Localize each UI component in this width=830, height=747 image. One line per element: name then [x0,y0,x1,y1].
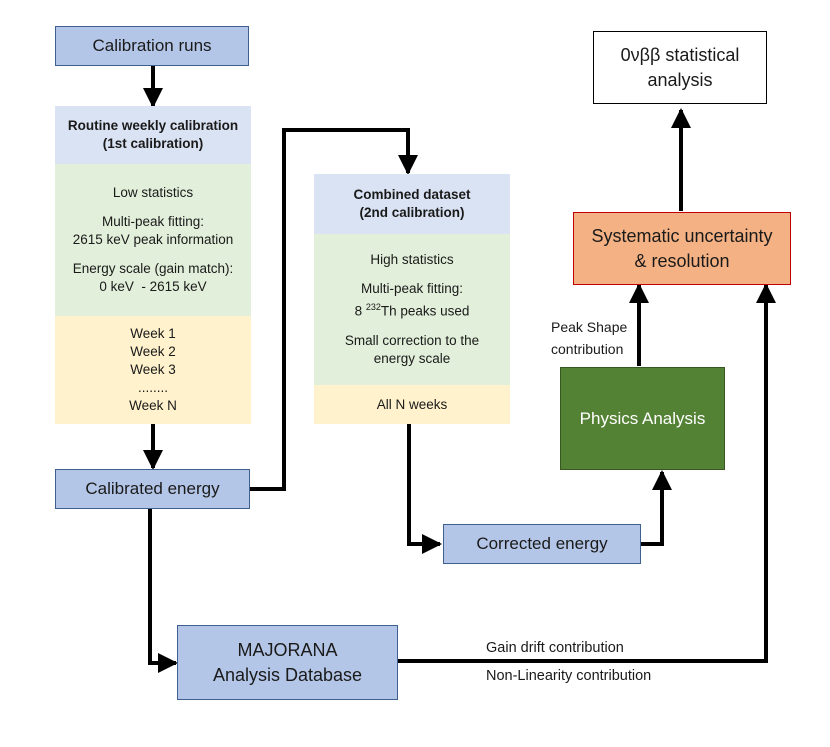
weekly-fit-line1: Multi-peak fitting: [101,214,205,229]
weekly-panel-header: Routine weekly calibration (1st calibrat… [55,106,251,164]
majorana-database-node: MAJORANA Analysis Database [177,625,398,700]
peak-shape-label: Peak Shape contribution [551,316,627,360]
arrow-combined-to-corrected [407,424,442,554]
weekly-fit-line2: 2615 keV peak information [72,232,234,247]
combined-fit-line1: Multi-peak fitting: [360,281,464,297]
combined-dataset-panel: Combined dataset (2nd calibration) High … [314,174,510,424]
week-item: Week 3 [130,362,176,377]
combined-header-line2: (2nd calibration) [359,205,465,220]
physics-analysis-node: Physics Analysis [560,367,725,470]
weekly-panel-details: Low statistics Multi-peak fitting: 2615 … [55,164,251,316]
combined-panel-details: High statistics Multi-peak fitting: 8 23… [314,234,510,385]
week-item: Week 2 [130,344,176,359]
gain-drift-label: Gain drift contribution [486,640,624,656]
weekly-scale-line1: Energy scale (gain match): [72,261,234,276]
systematic-line1: Systematic uncertainty [591,225,773,246]
weekly-stats: Low statistics [112,185,194,200]
combined-header-line1: Combined dataset [353,187,471,202]
peak-shape-line2: contribution [551,341,624,357]
combined-fit-line2: 8 232Th peaks used [354,302,470,319]
arrow-corrected-to-physics [641,470,672,546]
weekly-header-line1: Routine weekly calibration [67,118,239,133]
physics-analysis-label: Physics Analysis [579,408,706,428]
peak-shape-line1: Peak Shape [551,319,628,335]
combined-correction-line1: Small correction to the [344,332,480,348]
calibrated-energy-node: Calibrated energy [55,469,250,509]
statistical-analysis-node: 0νββ statistical analysis [593,31,767,104]
arrow-calibrated-to-combined [250,128,418,491]
week-item: Week N [129,398,177,413]
weekly-scale-line2: 0 keV - 2615 keV [99,279,207,294]
majorana-db-line1: MAJORANA [237,639,338,660]
week-item: ........ [137,380,168,395]
calibrated-energy-label: Calibrated energy [85,479,220,498]
arrow-database-to-systematic [398,283,776,663]
majorana-db-line2: Analysis Database [212,664,363,685]
corrected-energy-node: Corrected energy [443,524,641,564]
all-weeks-label: All N weeks [376,396,448,412]
arrow-calibrated-to-database [148,509,178,673]
calibration-runs-node: Calibration runs [55,26,249,66]
calibration-runs-label: Calibration runs [92,36,212,55]
weekly-header-line2: (1st calibration) [102,136,204,151]
non-linearity-label: Non-Linearity contribution [486,668,652,684]
statistical-line2: analysis [647,69,713,90]
weekly-panel-weeks: Week 1 Week 2 Week 3 ........ Week N [55,316,251,424]
systematic-line2: & resolution [634,250,730,271]
combined-correction-line2: energy scale [373,350,451,366]
statistical-line1: 0νββ statistical [620,44,740,65]
weekly-calibration-panel: Routine weekly calibration (1st calibrat… [55,106,251,424]
combined-panel-header: Combined dataset (2nd calibration) [314,174,510,234]
combined-stats: High statistics [370,252,454,268]
week-item: Week 1 [130,326,176,341]
combined-panel-weeks: All N weeks [314,385,510,424]
corrected-energy-label: Corrected energy [476,534,608,553]
systematic-uncertainty-node: Systematic uncertainty & resolution [573,212,791,285]
